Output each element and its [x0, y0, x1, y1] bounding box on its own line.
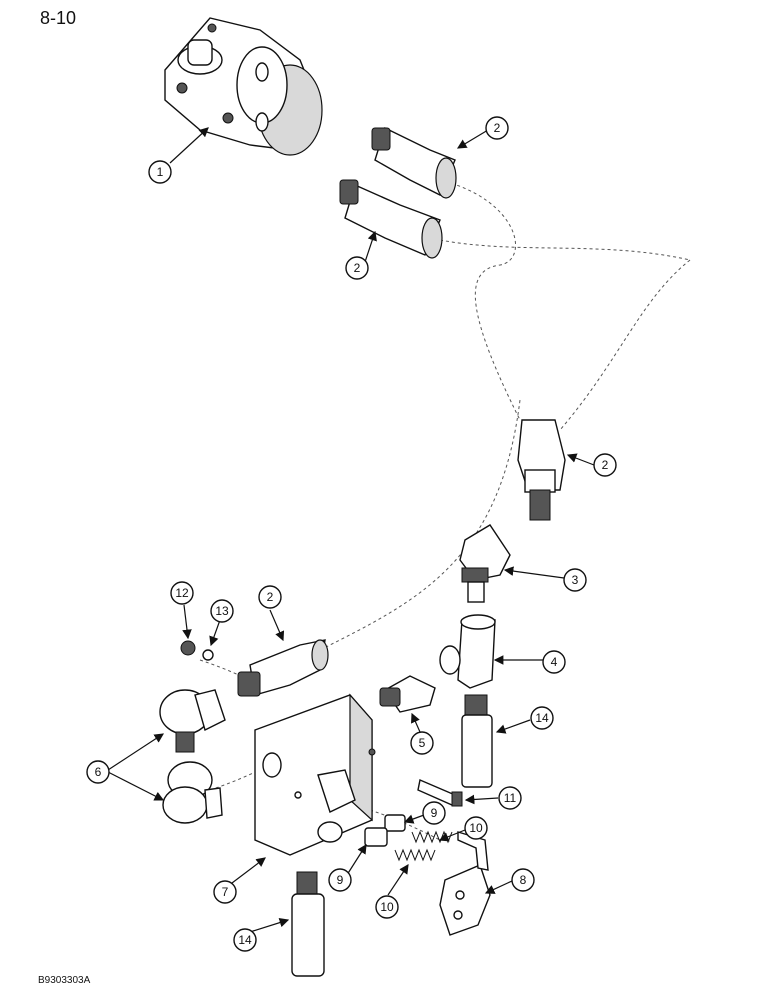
svg-text:3: 3 [572, 573, 579, 587]
callout-9-upper: 9 [422, 801, 446, 825]
hose-lines [199, 179, 691, 841]
tee-fitting [439, 614, 496, 689]
svg-text:4: 4 [551, 655, 558, 669]
bracket-part [439, 831, 491, 936]
svg-text:8: 8 [520, 873, 527, 887]
callout-14-lower: 14 [233, 928, 257, 952]
callout-2-lower: 2 [258, 585, 282, 609]
svg-text:5: 5 [419, 736, 426, 750]
leader-lines [107, 127, 595, 933]
callout-10-upper: 10 [464, 816, 488, 840]
adapter-fitting [379, 675, 436, 713]
callout-12: 12 [170, 581, 194, 605]
page-number: 8-10 [40, 8, 77, 28]
svg-text:11: 11 [504, 791, 517, 805]
svg-text:2: 2 [354, 261, 361, 275]
callout-4: 4 [542, 650, 566, 674]
callout-7: 7 [213, 880, 237, 904]
svg-text:2: 2 [494, 121, 501, 135]
svg-text:12: 12 [175, 586, 189, 600]
svg-text:9: 9 [431, 806, 438, 820]
svg-text:10: 10 [380, 900, 394, 914]
callout-9-lower: 9 [328, 868, 352, 892]
callout-13: 13 [210, 599, 234, 623]
callout-8: 8 [511, 868, 535, 892]
straight-fitting-upper [461, 694, 493, 788]
callout-10-lower: 10 [375, 895, 399, 919]
motor-part [164, 17, 323, 156]
svg-text:10: 10 [469, 821, 483, 835]
callout-1: 1 [148, 160, 172, 184]
figure-code: B9303303A [38, 975, 91, 986]
hose-fitting-lower [237, 639, 329, 697]
elbow-fitting [459, 524, 511, 603]
washer-part [202, 649, 214, 661]
svg-text:14: 14 [535, 711, 549, 725]
callout-6: 6 [86, 760, 110, 784]
callout-11: 11 [498, 786, 522, 810]
callout-2-upper-left: 2 [345, 256, 369, 280]
svg-text:7: 7 [222, 885, 229, 899]
plunger-lower [364, 827, 388, 847]
callout-3: 3 [563, 568, 587, 592]
plunger-upper [384, 814, 406, 832]
spring-lower [394, 848, 436, 862]
callout-2-right: 2 [593, 453, 617, 477]
svg-text:6: 6 [95, 765, 102, 779]
straight-fitting-lower [291, 871, 325, 977]
svg-text:1: 1 [157, 165, 164, 179]
bolt-part [417, 779, 463, 807]
hose-fitting-upper-1 [371, 127, 457, 199]
callout-14-upper: 14 [530, 706, 554, 730]
valve-block [254, 693, 376, 856]
svg-text:9: 9 [337, 873, 344, 887]
elbow-upper [159, 689, 226, 753]
svg-text:13: 13 [215, 604, 229, 618]
elbow-lower [162, 761, 223, 824]
nut-part [180, 640, 196, 656]
svg-text:14: 14 [238, 933, 252, 947]
hose-fitting-right [517, 419, 566, 521]
callout-2-upper-right: 2 [485, 116, 509, 140]
svg-text:2: 2 [602, 458, 609, 472]
hose-fitting-upper-2 [339, 179, 443, 259]
svg-text:2: 2 [267, 590, 274, 604]
callout-5: 5 [410, 731, 434, 755]
